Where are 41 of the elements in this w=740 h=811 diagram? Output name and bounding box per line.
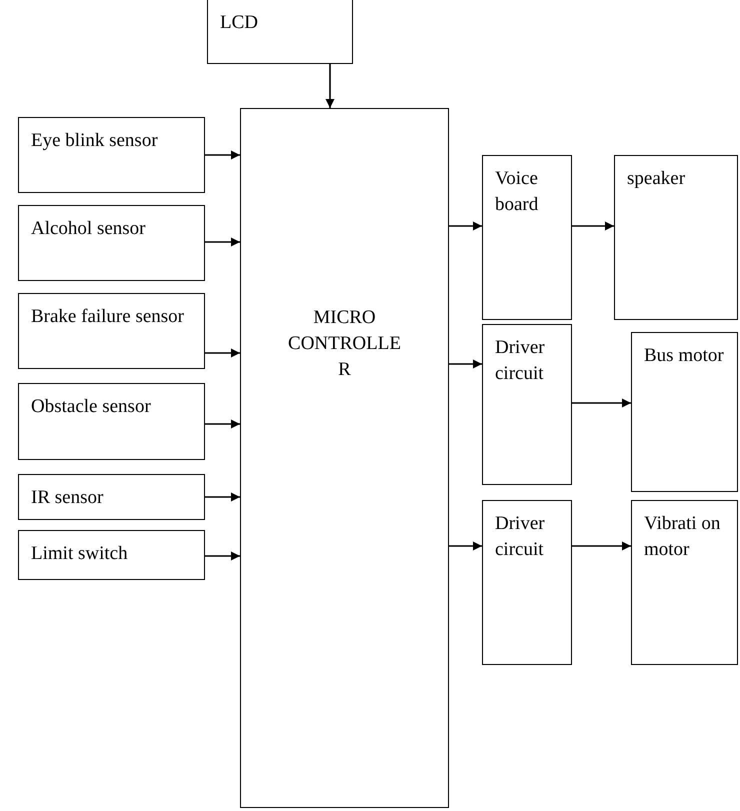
block-box	[631, 332, 738, 492]
arrow	[572, 542, 631, 550]
block-label: speaker	[627, 167, 686, 191]
arrow	[205, 552, 240, 560]
block-label: Eye blink sensor	[31, 129, 159, 153]
block-label: Driver circuit	[495, 512, 546, 562]
block-label: Vibrati on motor	[644, 512, 722, 562]
block-box	[482, 500, 572, 665]
arrow	[205, 348, 240, 358]
block-box	[482, 155, 572, 320]
arrow	[449, 360, 482, 368]
arrow	[572, 398, 631, 408]
block-label: MICRO CONTROLLE R	[287, 306, 402, 382]
block-label: Driver circuit	[495, 336, 546, 386]
block-box	[18, 117, 205, 193]
block-box	[240, 108, 449, 808]
block-box	[207, 0, 353, 64]
block-box	[18, 530, 205, 580]
block-label: Bus motor	[644, 344, 725, 368]
arrow	[205, 238, 240, 246]
block-box	[18, 474, 205, 520]
arrow	[449, 542, 482, 550]
arrow	[572, 222, 614, 230]
block-label: Voice board	[495, 167, 540, 217]
block-box	[482, 324, 572, 485]
block-label: Brake failure sensor	[31, 305, 185, 329]
block-label: LCD	[220, 11, 259, 35]
block-label: Obstacle sensor	[31, 395, 152, 419]
block-box	[631, 500, 738, 665]
block-box	[18, 205, 205, 281]
arrow	[205, 492, 240, 502]
arrow	[205, 150, 240, 160]
block-label: Alcohol sensor	[31, 217, 147, 241]
arrow	[205, 420, 240, 428]
block-label: Limit switch	[31, 542, 129, 566]
arrow	[326, 64, 334, 108]
arrow	[449, 222, 482, 230]
block-box	[18, 383, 205, 460]
block-box	[614, 155, 738, 320]
block-label: IR sensor	[31, 486, 104, 510]
block-box	[18, 293, 205, 369]
